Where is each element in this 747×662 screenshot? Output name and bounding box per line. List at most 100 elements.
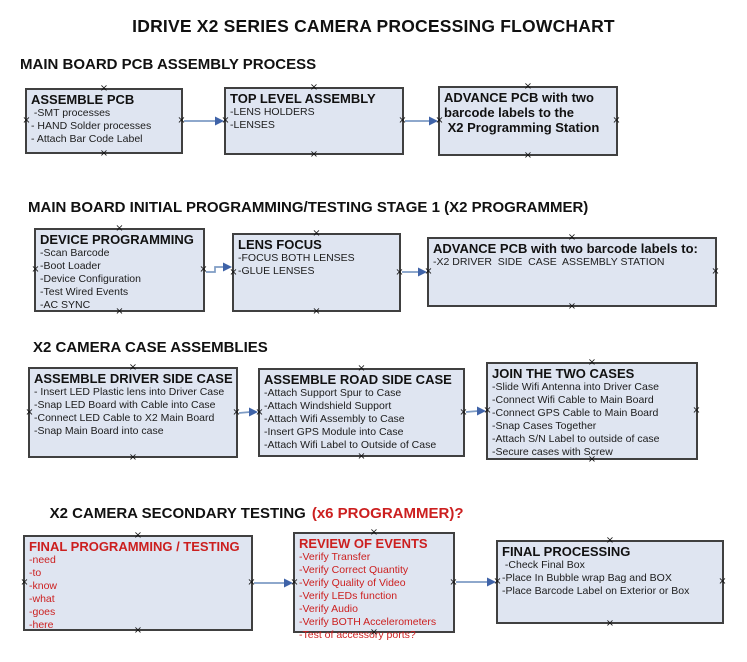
connection-handle-icon <box>177 116 186 125</box>
box-line: -Check Final Box <box>502 559 585 571</box>
box-line: -need <box>29 554 56 566</box>
box-title: ASSEMBLE ROAD SIDE CASE <box>264 372 452 387</box>
flow-box-assemble-pcb: ASSEMBLE PCB -SMT processes- HAND Solder… <box>25 88 183 154</box>
flow-box-review-of-events: REVIEW OF EVENTS -Verify Transfer-Verify… <box>293 532 458 641</box>
connection-handle-icon <box>129 453 138 462</box>
flow-box-assemble-road-side-case: ASSEMBLE ROAD SIDE CASE -Attach Support … <box>258 368 465 457</box>
connection-handle-icon <box>395 268 404 277</box>
flow-box-advance-pcb-programming-station: ADVANCE PCB with two barcode labels to t… <box>438 86 618 156</box>
connection-handle-icon <box>31 265 40 274</box>
box-line: -Verify Transfer <box>299 551 371 563</box>
box-line: -to <box>29 567 42 579</box>
box-title: TOP LEVEL ASSEMBLY <box>230 91 376 106</box>
box-line: -Test of accessory ports? <box>299 629 416 641</box>
box-line: -know <box>29 580 58 592</box>
box-line: -SMT processes <box>31 107 111 119</box>
arrowhead-icon <box>429 116 438 126</box>
connector-row1-b <box>405 116 438 126</box>
box-line: -GLUE LENSES <box>238 265 315 277</box>
box-title: REVIEW OF EVENTS <box>299 536 428 551</box>
box-line: -Snap Cases Together <box>492 420 597 432</box>
flow-box-assemble-driver-side-case: ASSEMBLE DRIVER SIDE CASE - Insert LED P… <box>28 367 238 458</box>
box-line: -Place Barcode Label on Exterior or Box <box>502 585 690 597</box>
connection-handle-icon <box>568 302 577 311</box>
box-line: -Place In Bubble wrap Bag and BOX <box>502 572 672 584</box>
section-heading-secondary-testing-red: (x6 PROGRAMMER)? <box>311 505 464 522</box>
box-line: -Attach Support Spur to Case <box>264 387 402 399</box>
box-line: -what <box>29 593 55 605</box>
box-line: -Attach Wifi Label to Outside of Case <box>264 439 437 451</box>
box-line: -Verify LEDs function <box>299 590 398 602</box>
connection-handle-icon <box>493 577 502 586</box>
section-heading-initial-programming: MAIN BOARD INITIAL PROGRAMMING/TESTING S… <box>28 199 589 216</box>
box-line: -Verify Audio <box>299 603 358 615</box>
connection-handle-icon <box>449 578 458 587</box>
box-title: DEVICE PROGRAMMING <box>40 232 194 247</box>
arrowhead-icon <box>418 267 427 277</box>
box-line: -Slide Wifi Antenna into Driver Case <box>492 381 659 393</box>
box-line: -Secure cases with Screw <box>492 446 613 458</box>
connection-handle-icon <box>718 577 727 586</box>
box-lines: -Verify Transfer-Verify Correct Quantity… <box>299 551 449 642</box>
box-lines: -FOCUS BOTH LENSES-GLUE LENSES <box>238 252 395 278</box>
box-line: - Insert LED Plastic lens into Driver Ca… <box>34 386 225 398</box>
box-lines: -Check Final Box-Place In Bubble wrap Ba… <box>502 559 718 598</box>
section-heading-secondary-testing-black: X2 CAMERA SECONDARY TESTING <box>49 505 306 522</box>
box-line: -Verify BOTH Accelerometers <box>299 616 437 628</box>
arrowhead-icon <box>223 262 232 272</box>
flow-box-final-programming-testing: FINAL PROGRAMMING / TESTING -need-to-kno… <box>23 535 253 631</box>
box-line: -X2 DRIVER SIDE CASE ASSEMBLY STATION <box>433 256 665 268</box>
flow-box-device-programming: DEVICE PROGRAMMING -Scan Barcode-Boot Lo… <box>34 228 205 312</box>
flow-box-join-the-two-cases: JOIN THE TWO CASES -Slide Wifi Antenna i… <box>486 362 698 460</box>
box-line: - HAND Solder processes <box>31 120 152 132</box>
box-line: -Device Configuration <box>40 273 141 285</box>
box-line: -Snap LED Board with Cable into Case <box>34 399 216 411</box>
box-title: JOIN THE TWO CASES <box>492 366 635 381</box>
section-heading-case-assemblies: X2 CAMERA CASE ASSEMBLIES <box>33 339 268 356</box>
box-line: -LENSES <box>230 119 275 131</box>
connector-row1-a <box>184 116 224 126</box>
connector-row4-b <box>456 577 496 587</box>
box-line: -Boot Loader <box>40 260 101 272</box>
connection-handle-icon <box>221 116 230 125</box>
connection-handle-icon <box>711 267 720 276</box>
box-lines: -Attach Support Spur to Case-Attach Wind… <box>264 387 459 452</box>
box-lines: -SMT processes- HAND Solder processes- A… <box>31 107 177 146</box>
connection-handle-icon <box>255 408 264 417</box>
box-line: -Insert GPS Module into Case <box>264 426 404 438</box>
connection-handle-icon <box>612 116 621 125</box>
box-line: -Connect LED Cable to X2 Main Board <box>34 412 215 424</box>
connection-handle-icon <box>232 408 241 417</box>
connection-handle-icon <box>22 116 31 125</box>
box-lines: -LENS HOLDERS-LENSES <box>230 106 398 132</box>
box-lines: -need-to-know-what-goes-here <box>29 554 247 632</box>
connection-handle-icon <box>100 149 109 158</box>
connection-handle-icon <box>199 265 208 274</box>
connection-handle-icon <box>312 307 321 316</box>
box-title: LENS FOCUS <box>238 237 322 252</box>
box-line: -Attach Windshield Support <box>264 400 392 412</box>
connection-handle-icon <box>247 578 256 587</box>
box-line: -Scan Barcode <box>40 247 110 259</box>
box-lines: -Slide Wifi Antenna into Driver Case -Con… <box>492 381 692 459</box>
box-line: -Connect GPS Cable to Main Board <box>492 407 659 419</box>
box-line: -LENS HOLDERS <box>230 106 315 118</box>
connection-handle-icon <box>310 150 319 159</box>
box-lines: -X2 DRIVER SIDE CASE ASSEMBLY STATION <box>433 256 711 269</box>
connector-row4-a <box>254 578 293 588</box>
connection-handle-icon <box>606 619 615 628</box>
connector-row3-a <box>238 407 258 417</box>
connection-handle-icon <box>692 406 701 415</box>
arrowhead-icon <box>215 116 224 126</box>
box-title: ADVANCE PCB with two barcode labels to t… <box>444 90 600 135</box>
connector-row3-b <box>465 406 486 416</box>
flow-box-final-processing: FINAL PROCESSING -Check Final Box-Place … <box>496 540 724 624</box>
box-line: -Test Wired Events <box>40 286 129 298</box>
connection-handle-icon <box>357 452 366 461</box>
box-line: -Attach S/N Label to outside of case <box>492 433 660 445</box>
section-heading-pcb-assembly: MAIN BOARD PCB ASSEMBLY PROCESS <box>20 56 317 73</box>
arrowhead-icon <box>487 577 496 587</box>
box-title: ASSEMBLE PCB <box>31 92 135 107</box>
arrowhead-icon <box>249 407 258 417</box>
